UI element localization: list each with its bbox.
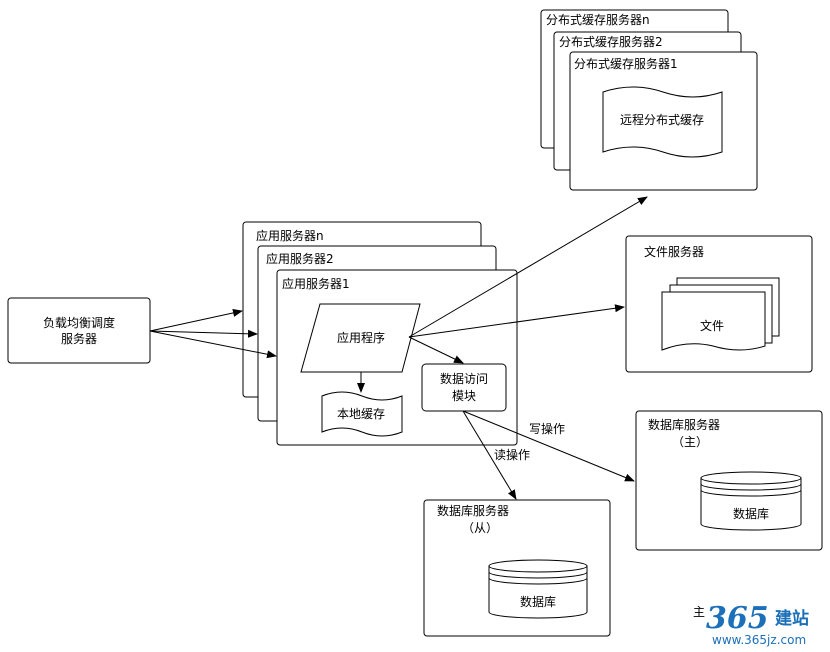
load-balancer-label-1: 负载均衡调度	[43, 315, 115, 330]
file-doc-label: 文件	[700, 318, 724, 333]
load-balancer-label-2: 服务器	[61, 331, 97, 346]
app-server-2-label: 应用服务器2	[266, 251, 334, 266]
local-cache-node: 本地缓存	[321, 391, 403, 437]
remote-cache-label: 远程分布式缓存	[620, 112, 704, 127]
app-server-n-label: 应用服务器n	[256, 228, 324, 243]
db-master-label: 数据库	[733, 506, 769, 521]
data-access-label-2: 模块	[452, 389, 476, 403]
edge-app-to-file	[408, 304, 625, 338]
edge-app-to-cache	[408, 196, 648, 338]
edge-write	[462, 410, 635, 482]
edge-lb-to-app-n	[149, 309, 243, 332]
watermark-logo: 主 365 建站 www.365jz.com	[693, 601, 809, 647]
edge-lb-to-app-2	[149, 329, 258, 338]
db-slave-node: 数据库服务器 （从） 数据库	[423, 499, 611, 637]
watermark-brand-cn: 建站	[775, 608, 809, 629]
edge-app-to-data-access	[408, 336, 464, 364]
data-access-node: 数据访问 模块	[421, 363, 507, 412]
db-master-title: 数据库服务器	[648, 417, 720, 432]
cache-server-2-label: 分布式缓存服务器2	[559, 34, 663, 49]
cache-server-1-label: 分布式缓存服务器1	[574, 56, 678, 71]
data-access-label-1: 数据访问	[440, 371, 488, 386]
app-server-1-label: 应用服务器1	[282, 276, 350, 291]
db-slave-label: 数据库	[520, 594, 556, 609]
load-balancer-node: 负载均衡调度 服务器	[7, 297, 151, 364]
file-server-label: 文件服务器	[644, 244, 704, 259]
db-slave-role: （从）	[462, 521, 498, 535]
app-program-label: 应用程序	[337, 330, 385, 345]
local-cache-label: 本地缓存	[337, 407, 385, 421]
watermark-url: www.365jz.com	[712, 633, 806, 647]
edge-read	[462, 410, 517, 500]
db-master-node: 数据库服务器 （主） 数据库	[635, 410, 823, 551]
file-server-node: 文件服务器 文件	[625, 235, 813, 373]
watermark-prefix: 主	[693, 605, 705, 619]
edge-read-label: 读操作	[494, 447, 530, 462]
watermark-brand-num: 365	[706, 601, 769, 636]
db-slave-title: 数据库服务器	[437, 503, 509, 518]
edge-lb-to-app-1	[149, 330, 277, 359]
edges: 写操作 读操作	[149, 196, 648, 500]
db-master-role: （主）	[672, 435, 708, 449]
remote-cache-node: 远程分布式缓存	[602, 86, 723, 158]
app-program-node: 应用程序	[300, 303, 421, 373]
cache-server-n-label: 分布式缓存服务器n	[546, 12, 650, 27]
edge-write-label: 写操作	[529, 421, 565, 436]
